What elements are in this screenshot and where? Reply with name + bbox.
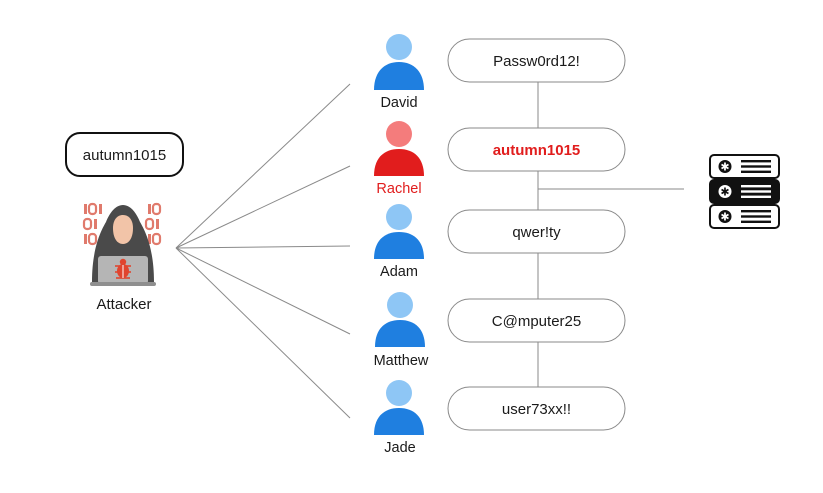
user-name: Matthew — [374, 353, 429, 369]
user-name: Adam — [380, 264, 418, 280]
password-pill-adam: qwer!ty — [447, 209, 626, 254]
attack-line-jade — [175, 247, 351, 419]
password-text: user73xx!! — [502, 401, 571, 418]
user-avatar-icon — [374, 204, 424, 259]
user-avatar-icon — [374, 380, 424, 435]
attack-lines — [175, 83, 351, 419]
user-avatar-icon — [374, 34, 424, 90]
attacker-guess-pill: autumn1015 — [65, 132, 184, 177]
password-pill-matthew: C@mputer25 — [447, 298, 626, 343]
user-matthew: Matthew — [374, 292, 429, 369]
password-text: qwer!ty — [512, 224, 561, 241]
user-name: David — [380, 95, 417, 111]
server-rack-icon: ✱ ✱ ✱ — [709, 154, 780, 229]
server-unit-2-highlighted: ✱ — [709, 179, 780, 204]
user-name: Jade — [384, 440, 415, 456]
user-name-compromised: Rachel — [376, 181, 421, 197]
svg-text:✱: ✱ — [720, 186, 729, 199]
attack-line-adam — [175, 245, 351, 249]
attacker-label: Attacker — [96, 296, 151, 313]
bug-icon — [115, 258, 131, 279]
password-pill-david: Passw0rd12! — [447, 38, 626, 83]
svg-text:✱: ✱ — [720, 161, 729, 174]
password-text-compromised: autumn1015 — [493, 142, 581, 159]
user-avatar-compromised-icon — [374, 121, 424, 176]
server-unit-3: ✱ — [709, 204, 780, 229]
user-jade: Jade — [374, 380, 424, 456]
attack-line-david — [175, 83, 351, 249]
user-adam: Adam — [374, 204, 424, 280]
password-pill-rachel: autumn1015 — [447, 127, 626, 172]
password-text: Passw0rd12! — [493, 53, 580, 70]
attack-line-matthew — [175, 247, 351, 335]
svg-text:✱: ✱ — [720, 211, 729, 224]
password-text: C@mputer25 — [492, 313, 581, 330]
user-avatar-icon — [375, 292, 425, 347]
server-unit-1: ✱ — [709, 154, 780, 179]
user-david: David — [374, 34, 424, 111]
password-pill-jade: user73xx!! — [447, 386, 626, 431]
attacker-guess-text: autumn1015 — [83, 147, 166, 164]
attack-line-rachel — [175, 165, 351, 249]
user-rachel: Rachel — [374, 121, 424, 197]
hooded-hacker-with-laptop-icon — [82, 202, 162, 286]
